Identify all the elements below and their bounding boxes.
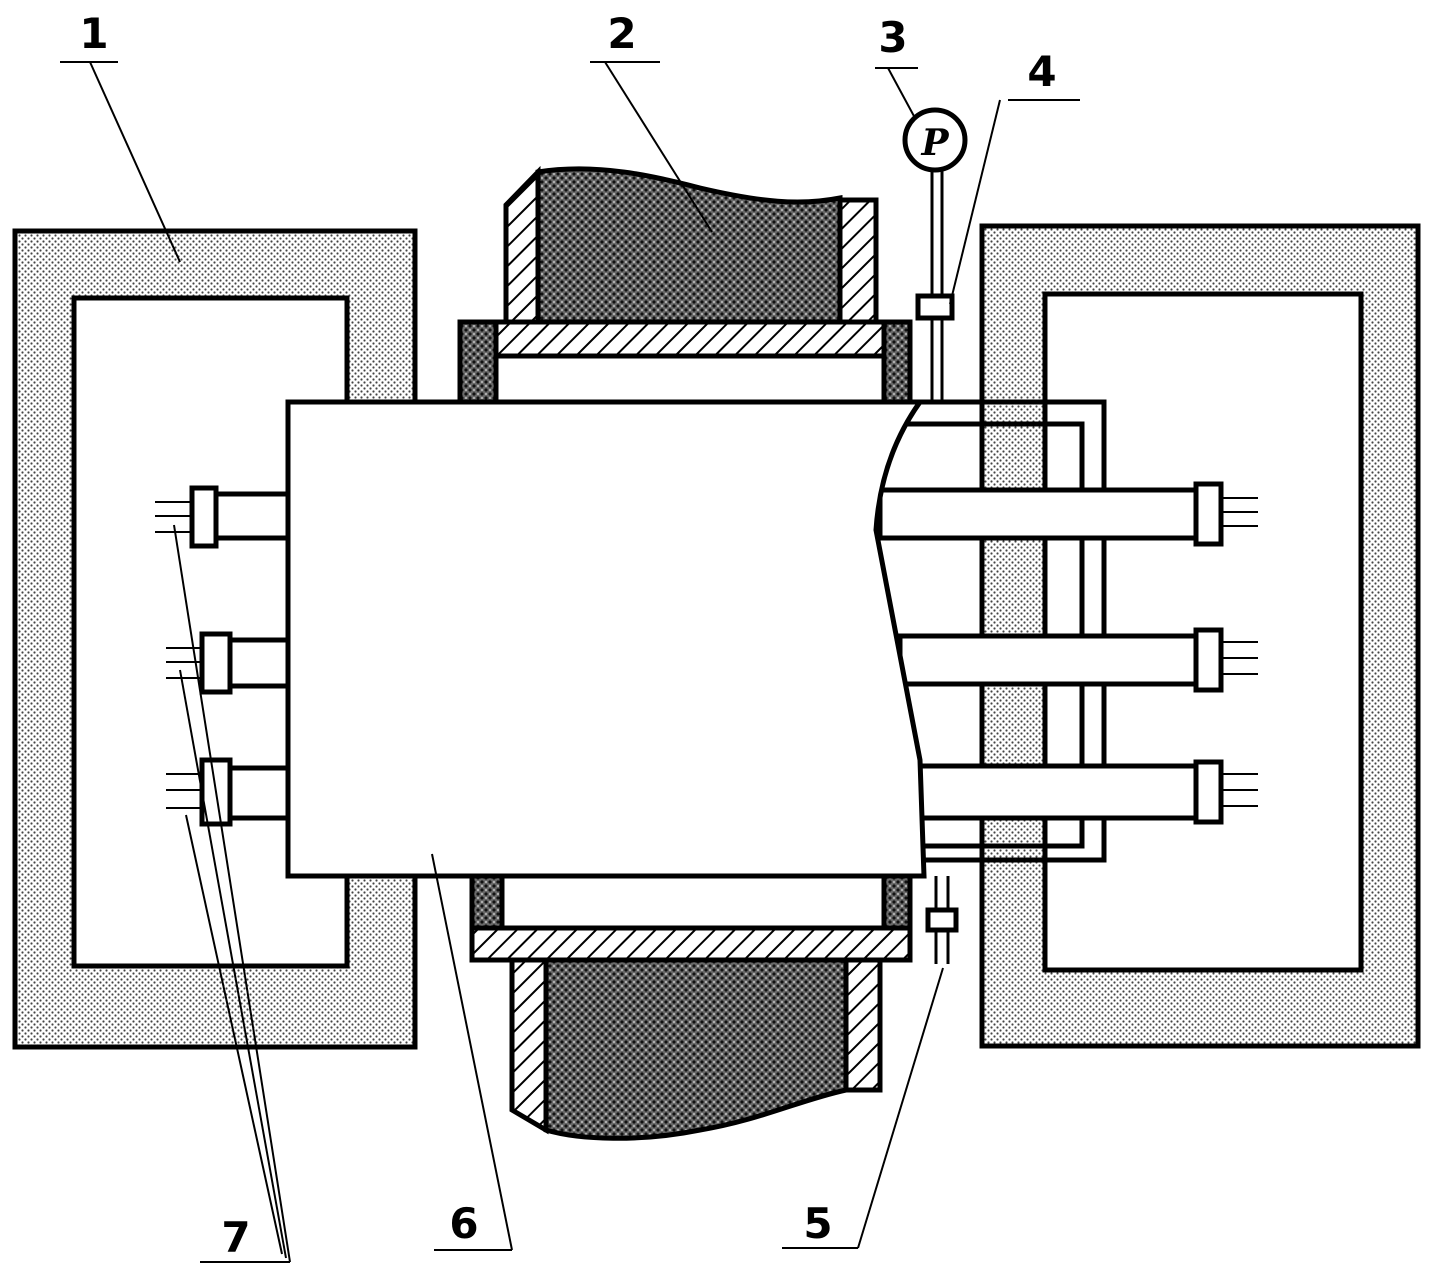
callout-7: 7 xyxy=(221,1213,250,1262)
outlet-fitting-lower xyxy=(925,876,959,964)
pressure-gauge: P xyxy=(902,107,968,402)
callout-leaders xyxy=(60,61,1080,1263)
upper-coil xyxy=(457,165,913,405)
callout-5: 5 xyxy=(803,1199,832,1248)
callout-numbers: 1 2 3 4 5 6 7 xyxy=(79,9,1056,1262)
right-tubes xyxy=(877,481,1258,825)
chamber-body xyxy=(285,399,927,879)
callout-2: 2 xyxy=(607,9,636,58)
lower-coil xyxy=(469,873,913,1141)
callout-1: 1 xyxy=(79,9,108,58)
valve-fitting-upper xyxy=(915,293,955,321)
callout-3: 3 xyxy=(878,13,907,62)
gauge-symbol: P xyxy=(920,122,949,164)
callout-6: 6 xyxy=(449,1199,478,1248)
callout-4: 4 xyxy=(1027,47,1056,96)
